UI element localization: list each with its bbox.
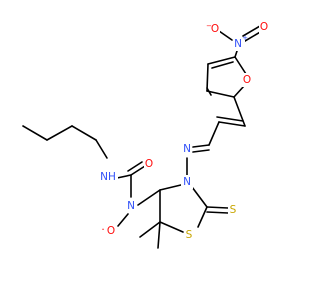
atom-n-nitro: N: [234, 38, 242, 50]
bond-butyl-nh: [95, 139, 108, 159]
bond-c2-s-2: [206, 211, 229, 214]
bond-furan-c5-o: [234, 56, 247, 75]
bond-s1-c2: [197, 206, 208, 228]
bond-c-o-1: [130, 165, 146, 176]
bond-furan-c3-c4: [206, 63, 209, 92]
bond-c-o-2: [127, 161, 143, 172]
bond-c5-me2: [157, 221, 161, 249]
bond-c4-n3: [159, 183, 186, 191]
bond-c5-s1: [159, 221, 184, 233]
bond-chain-1: [208, 121, 220, 146]
bond-nitro-o-top-2: [242, 25, 261, 37]
atom-o-nitro-left: O: [211, 23, 219, 35]
atom-o-carbonyl: O: [145, 158, 153, 170]
atom-n-imine: N: [183, 143, 191, 155]
bond-n-ch-2: [192, 149, 210, 153]
bond-butyl-1: [22, 125, 48, 141]
atom-o-nitro-top: O: [260, 21, 268, 33]
bond-c5-me1: [139, 221, 161, 238]
atom-n-ring: N: [183, 176, 191, 188]
bond-butyl-2: [46, 125, 73, 141]
bond-n-c4: [137, 189, 161, 206]
bonds: [22, 25, 263, 249]
atom-s-thione: S: [230, 204, 237, 216]
bond-furan-c2-o: [233, 85, 245, 98]
molecule-structure: NH O N O · N N S S O N + O O −: [22, 20, 269, 249]
bond-chain-furan: [233, 96, 246, 127]
bond-chain-2b: [216, 116, 244, 122]
atom-o-furan: O: [243, 74, 251, 86]
bond-furan-c4-c5-inner: [211, 61, 234, 69]
bond-n3-c2: [191, 186, 208, 208]
bond-n-oh: [117, 213, 129, 227]
atom-nh: NH: [100, 171, 116, 183]
atom-o-hydroxyl: O: [107, 225, 115, 237]
bond-nh-c: [116, 174, 132, 179]
bond-furan-c2-c3: [206, 90, 235, 98]
bond-furan-c4-c5: [207, 56, 236, 65]
bond-butyl-3: [71, 125, 97, 141]
charge-minus: −: [206, 22, 212, 30]
bond-nitro-o-left: [218, 30, 233, 41]
bond-n-ch-1: [192, 144, 210, 148]
atom-s-ring: S: [186, 229, 193, 241]
atom-labels: NH O N O · N N S S O N + O O −: [98, 20, 269, 242]
radical-dot: ·: [101, 224, 104, 236]
charge-plus: +: [242, 34, 248, 42]
atom-n-urea: N: [127, 200, 135, 212]
bond-chain-2a: [218, 121, 246, 127]
bond-c2-s-1: [206, 206, 229, 209]
